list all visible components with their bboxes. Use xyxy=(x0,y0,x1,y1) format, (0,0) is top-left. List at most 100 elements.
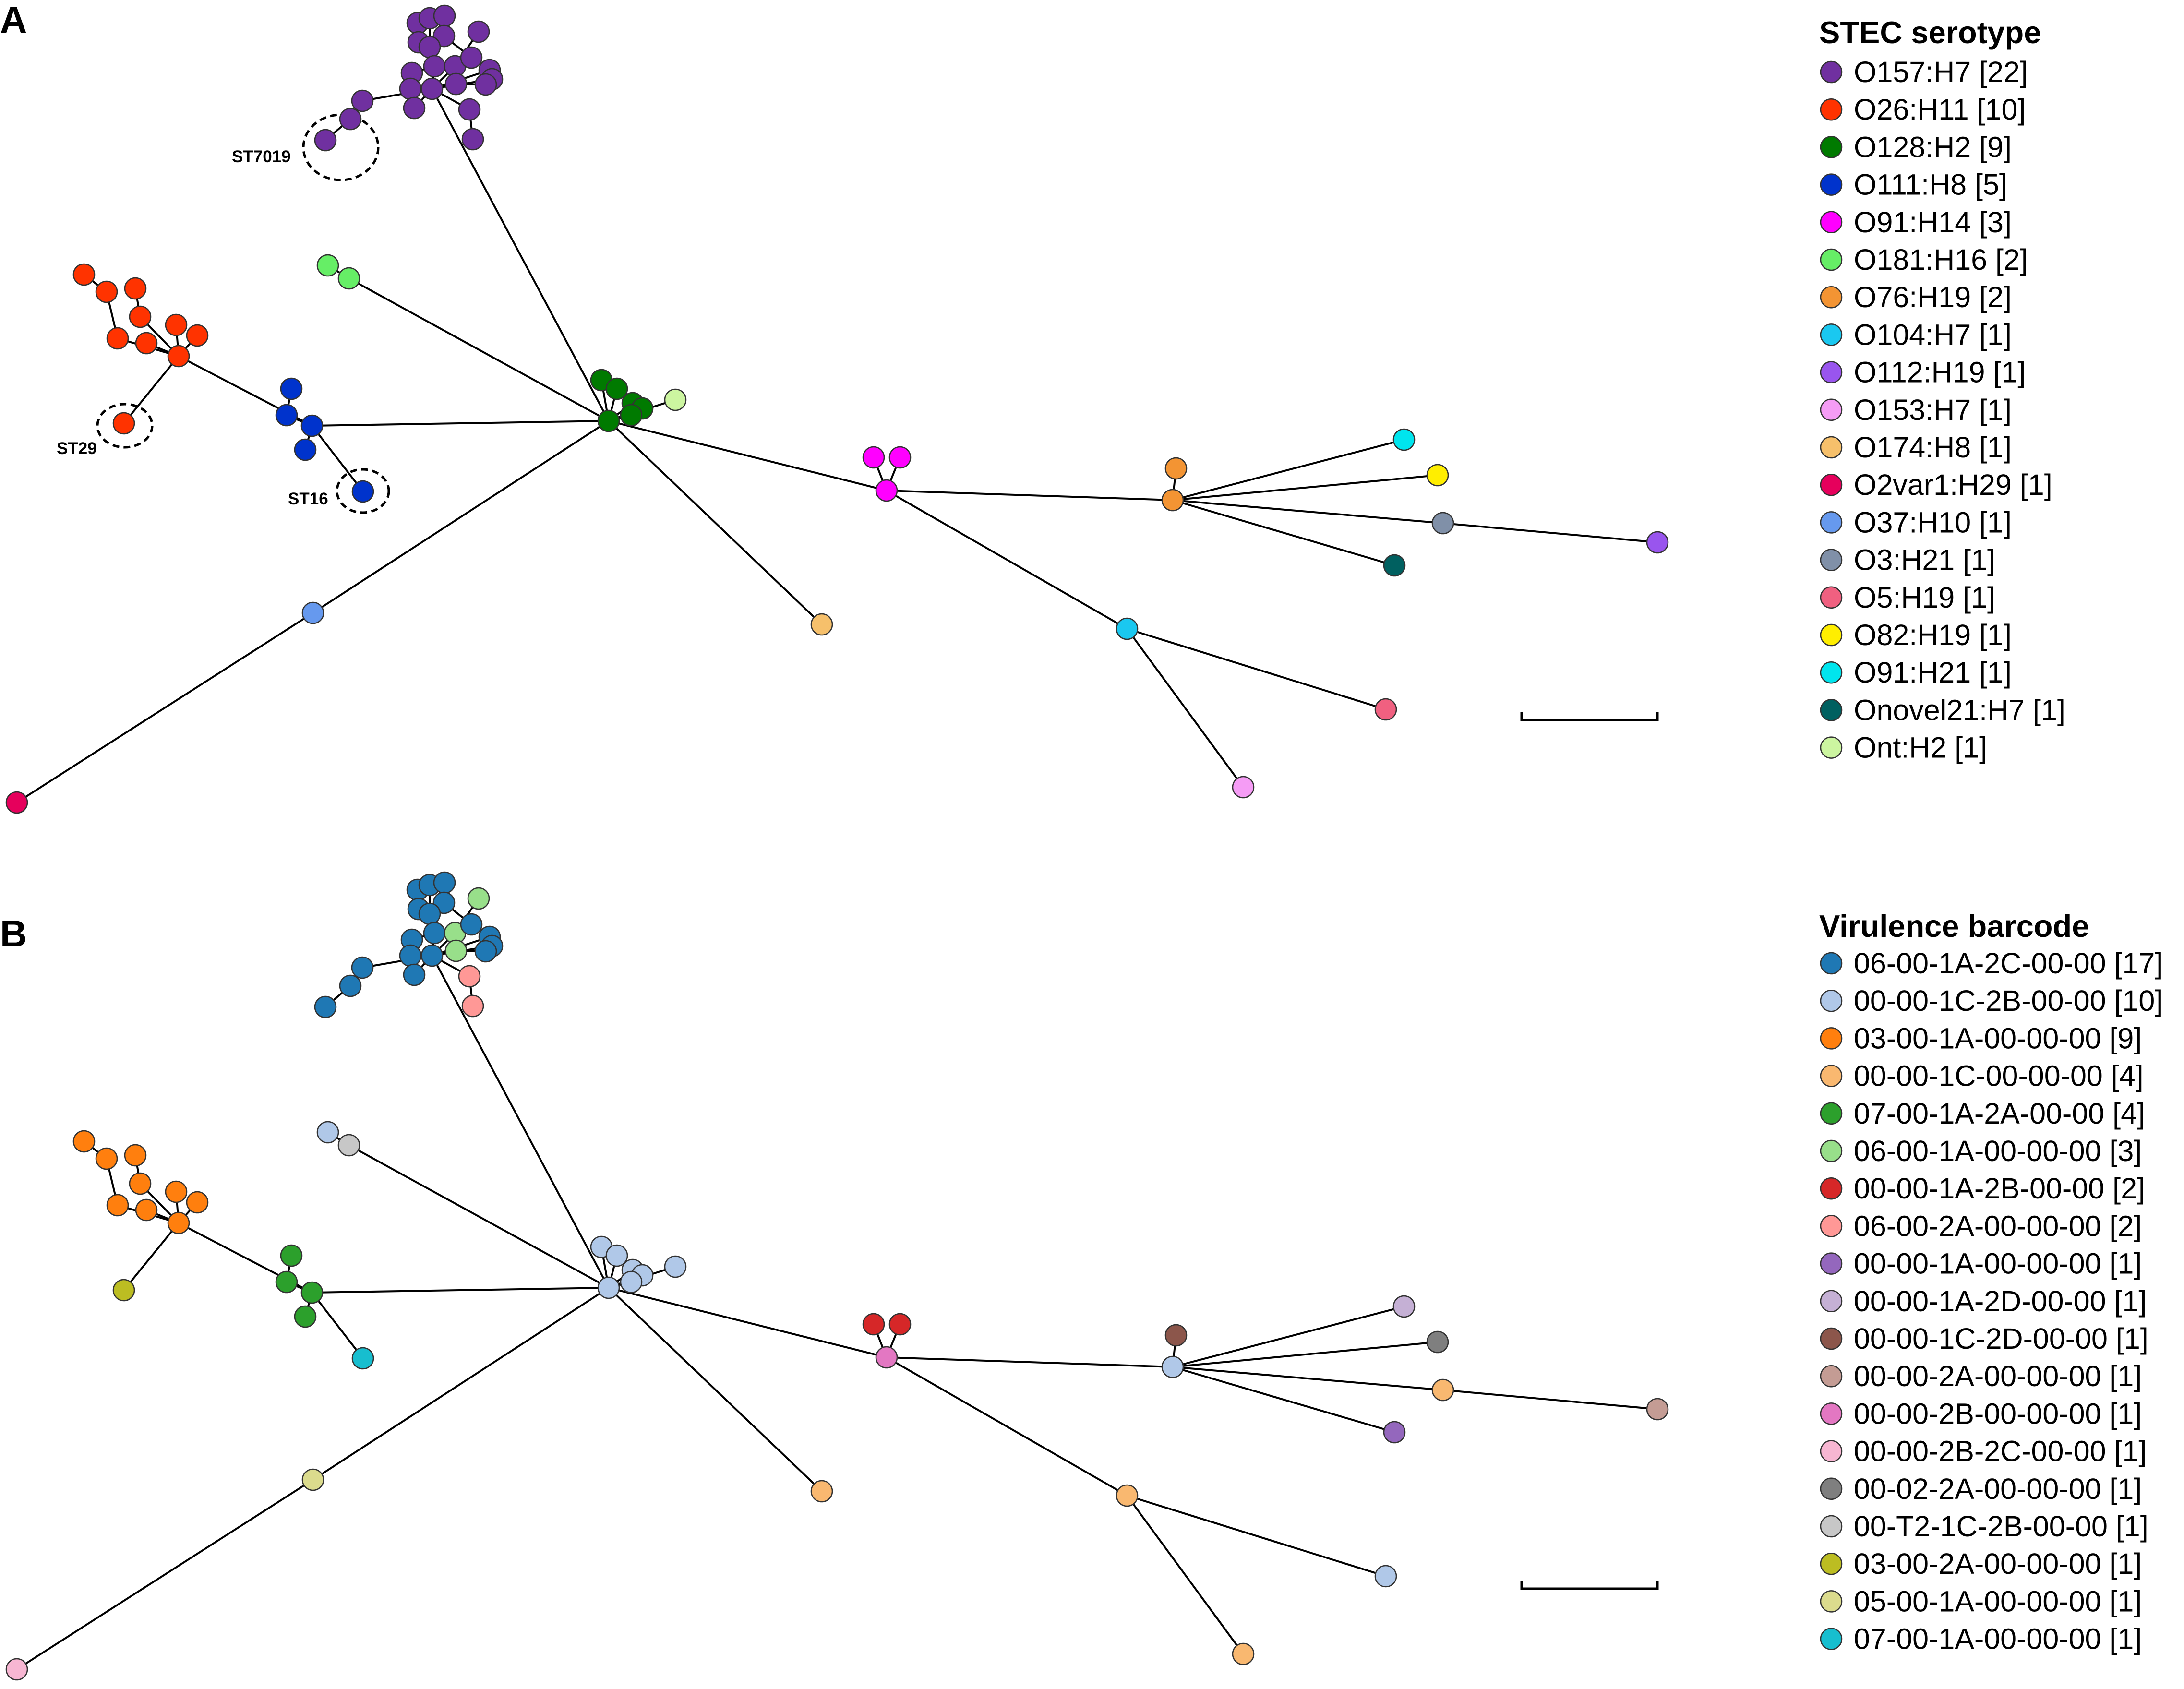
panel-a-node xyxy=(186,324,209,347)
panel-a-node xyxy=(474,73,497,96)
legend-a-item-label: O157:H7 [22] xyxy=(1854,56,2028,88)
panel-a-node xyxy=(403,96,426,120)
panel-a-edge xyxy=(311,425,364,492)
panel-b-node xyxy=(664,1255,687,1278)
panel-b-node xyxy=(337,1134,360,1157)
legend-b-item-label: 00-00-1C-2D-00-00 [1] xyxy=(1854,1322,2148,1355)
legend-b-item-label: 00-00-1C-00-00-00 [4] xyxy=(1854,1060,2144,1092)
panel-a-node xyxy=(129,305,152,328)
legend-b-item-swatch xyxy=(1820,1290,1843,1313)
legend-b-item-label: 00-02-2A-00-00-00 [1] xyxy=(1854,1473,2142,1505)
legend-a-item-swatch xyxy=(1820,286,1843,309)
panel-b-tree xyxy=(5,871,1669,1681)
legend-a-item-label: O2var1:H29 [1] xyxy=(1854,468,2052,501)
panel-a-edge xyxy=(431,88,610,421)
panel-a-scale-bar xyxy=(1520,712,1659,721)
panel-b-node xyxy=(423,922,446,945)
legend-b-item-swatch xyxy=(1820,952,1843,975)
panel-a-node xyxy=(862,446,885,469)
panel-a-node xyxy=(467,20,490,43)
legend-b-item-label: 00-00-2A-00-00-00 [1] xyxy=(1854,1360,2142,1392)
panel-b-node xyxy=(461,994,484,1018)
legend-b-item-label: 00-00-1A-2D-00-00 [1] xyxy=(1854,1285,2147,1318)
legend-b-item-swatch xyxy=(1820,1440,1843,1462)
legend-a-item-label: O181:H16 [2] xyxy=(1854,243,2028,276)
panel-b-node xyxy=(275,1270,298,1294)
legend-b-item-swatch xyxy=(1820,1552,1843,1575)
legend-a-item-label: O82:H19 [1] xyxy=(1854,619,2012,651)
panel-a-node xyxy=(1392,428,1416,451)
legend-b-item-label: 00-T2-1C-2B-00-00 [1] xyxy=(1854,1510,2148,1543)
panel-b-node xyxy=(399,944,422,967)
panel-a-node xyxy=(165,313,188,336)
panel-a-node xyxy=(1116,617,1139,640)
legend-b-item-swatch xyxy=(1820,1139,1843,1162)
panel-a-nodes xyxy=(5,4,1669,814)
legend-a-item-label: O153:H7 [1] xyxy=(1854,394,2012,426)
panel-b-node xyxy=(300,1281,324,1304)
legend-a-item-swatch xyxy=(1820,211,1843,234)
panel-b-node xyxy=(124,1144,147,1167)
panel-b-node xyxy=(875,1346,898,1369)
panel-b-node xyxy=(294,1305,317,1328)
panel-a-edge xyxy=(1172,499,1443,524)
legend-b-item-swatch xyxy=(1820,1477,1843,1500)
panel-a-node xyxy=(106,327,129,350)
panel-b-node xyxy=(135,1198,158,1222)
legend-a-item-swatch xyxy=(1820,699,1843,721)
panel-a-node xyxy=(339,108,362,131)
panel-b-node xyxy=(1646,1398,1669,1421)
panel-b-node xyxy=(301,1468,324,1491)
legend-b-item-swatch xyxy=(1820,1027,1843,1050)
panel-a-edge xyxy=(1172,439,1404,501)
legend-a-item-swatch xyxy=(1820,323,1843,346)
legend-b-item-swatch xyxy=(1820,989,1843,1012)
legend-b-item-swatch xyxy=(1820,1065,1843,1087)
panel-a-node xyxy=(314,129,337,152)
panel-a-node xyxy=(420,77,444,100)
panel-a-node xyxy=(418,36,441,59)
legend-a-item-label: O91:H14 [3] xyxy=(1854,206,2012,239)
legend-a-item-label: O3:H21 [1] xyxy=(1854,544,1995,576)
panel-b-edge xyxy=(1442,1389,1658,1410)
panel-a-node xyxy=(124,277,147,300)
panel-a-node xyxy=(301,601,324,624)
panel-b-node xyxy=(280,1244,303,1267)
panel-a-node xyxy=(300,414,324,437)
panel-b-edge xyxy=(886,1356,1173,1368)
panel-b-edge xyxy=(311,1292,364,1359)
legend-a-item-label: O104:H7 [1] xyxy=(1854,318,2012,351)
panel-a-node xyxy=(1164,457,1188,480)
panel-b-edge xyxy=(431,955,610,1288)
legend-a-item-label: O91:H21 [1] xyxy=(1854,656,2012,689)
panel-a-edge xyxy=(886,490,1128,630)
panel-b-edge xyxy=(1172,1366,1395,1433)
st16-highlight-ring xyxy=(336,468,390,514)
panel-a-edge xyxy=(1127,628,1386,710)
legend-a-item-swatch xyxy=(1820,60,1843,84)
panel-a-tree: ST7019 ST29 ST16 xyxy=(5,4,1669,814)
panel-b-edge xyxy=(16,1479,314,1670)
panel-a-node xyxy=(351,89,374,112)
legend-a-title: STEC serotype xyxy=(1819,15,2041,50)
legend-b-item-label: 00-00-1A-00-00-00 [1] xyxy=(1854,1247,2142,1280)
panel-b-node xyxy=(460,913,483,936)
panel-b-edge xyxy=(608,1287,887,1358)
panel-b-node xyxy=(106,1194,129,1217)
panel-b-node xyxy=(1161,1355,1184,1378)
panel-b-node xyxy=(862,1313,885,1336)
panel-b-node xyxy=(888,1313,912,1336)
panel-b-node xyxy=(314,995,337,1018)
panel-a-node xyxy=(1232,776,1255,799)
panel-a-node xyxy=(1383,554,1406,577)
panel-b-node xyxy=(1431,1378,1454,1402)
legend-a-item-swatch xyxy=(1820,511,1843,534)
panel-a-node xyxy=(605,377,628,400)
legend-b-title: Virulence barcode xyxy=(1819,909,2089,944)
legend-a-item-swatch xyxy=(1820,398,1843,421)
legend-b-item-swatch xyxy=(1820,1402,1843,1425)
panel-b-node xyxy=(418,902,441,925)
panel-a-node xyxy=(95,280,118,303)
panel-a-node xyxy=(5,791,28,814)
panel-b-node xyxy=(420,944,444,967)
